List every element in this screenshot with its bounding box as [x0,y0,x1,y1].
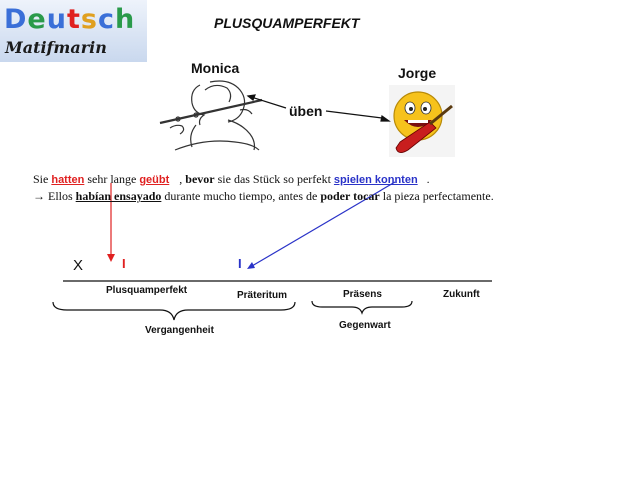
logo-letter: t [66,4,81,35]
spanish-translation: → Ellos habían ensayado durante mucho ti… [33,189,494,204]
sentence-text: sie das Stück so perfekt [214,172,334,186]
word-bevor: bevor [185,172,215,186]
guitar-smiley-image [389,85,455,157]
label-prasens: Präsens [343,289,382,300]
sentence-text: Sie [33,172,52,186]
page-title: PLUSQUAMPERFEKT [214,15,360,31]
uben-arrows [246,94,391,122]
name-monica: Monica [191,60,240,76]
flute-player-image [159,80,263,151]
logo-title: Deutsch [4,4,135,35]
logo-letter: D [4,4,28,35]
brace-vergangenheit [52,301,296,321]
word-poder-tocar: poder tocar [320,189,380,203]
translation-text: la pieza perfectamente. [379,189,494,203]
blank-spielen-konnten: spielen konnten [333,174,418,186]
x-mark: X [73,257,84,274]
blank-geuebt: geübt [139,174,170,186]
name-jorge: Jorge [398,65,437,81]
label-vergangenheit: Vergangenheit [145,325,214,336]
logo-subtitle: Matifmarin [5,38,107,57]
label-gegenwart: Gegenwart [339,320,391,331]
blank-hatten: hatten [51,174,85,186]
logo-letter: h [114,4,136,35]
label-plusquamperfekt: Plusquamperfekt [106,285,188,296]
blue-arrow [247,181,396,269]
tick-blue: I [238,256,242,271]
label-prateritum: Präteritum [237,290,288,301]
logo-letter: s [80,4,98,35]
label-zukunft: Zukunft [443,289,480,300]
sentence-text: sehr lange [84,172,140,186]
translation-text: → Ellos [33,189,76,203]
verb-label: üben [289,103,323,119]
logo-letter: e [27,4,47,35]
deutsch-logo: Deutsch Matifmarin [0,0,147,62]
tick-red: I [122,256,126,271]
sentence-text: . [423,172,430,186]
german-sentence: Sie hatten sehr lange geübt, bevor sie d… [33,172,430,187]
logo-letter: u [46,4,67,35]
word-habian-ensayado: habían ensayado [75,189,162,203]
sentence-text: , [179,172,186,186]
translation-text: durante mucho tiempo, antes de [161,189,321,203]
red-arrow [107,183,115,262]
logo-letter: c [97,4,115,35]
brace-gegenwart [311,300,413,315]
